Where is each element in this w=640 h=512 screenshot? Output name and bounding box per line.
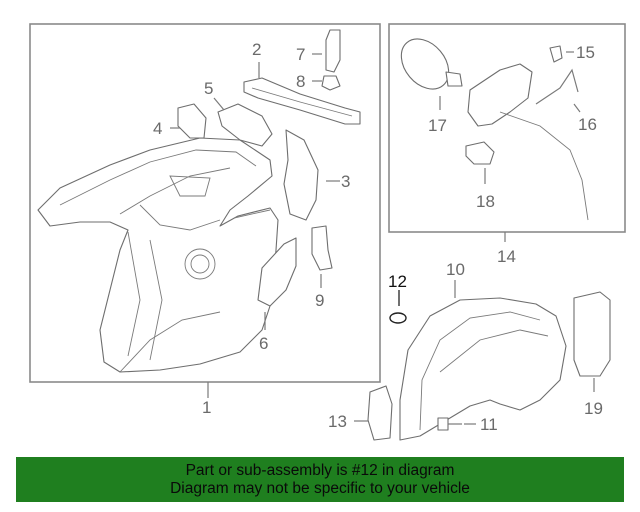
leader-lines xyxy=(170,51,595,425)
bracket-part-7 xyxy=(325,29,341,73)
bracket-part-13 xyxy=(367,385,393,441)
bracket-part-5 xyxy=(217,103,273,147)
wheel-liner-part-10 xyxy=(399,297,567,441)
banner-line-1: Part or sub-assembly is #12 in diagram xyxy=(185,462,455,479)
callout-18: 18 xyxy=(476,192,495,211)
fuel-door-group-box xyxy=(388,23,626,233)
fuel-housing xyxy=(467,63,533,127)
callout-5: 5 xyxy=(204,79,213,98)
actuator-part-18 xyxy=(465,141,495,165)
fuel-door-part-17 xyxy=(400,38,463,90)
callout-10: 10 xyxy=(446,260,465,279)
callout-2: 2 xyxy=(252,40,261,59)
callout-1: 1 xyxy=(202,398,211,417)
callout-16: 16 xyxy=(578,115,597,134)
callout-9: 9 xyxy=(315,291,324,310)
info-banner: Part or sub-assembly is #12 in diagram D… xyxy=(16,457,624,502)
clip-part-8 xyxy=(321,75,341,91)
rod-part-16 xyxy=(535,68,579,105)
callout-14: 14 xyxy=(497,247,516,266)
panel-part-19 xyxy=(573,291,611,377)
callout-3: 3 xyxy=(341,172,350,191)
banner-line-2: Diagram may not be specific to your vehi… xyxy=(170,480,470,497)
callout-6: 6 xyxy=(259,334,268,353)
callout-17: 17 xyxy=(428,116,447,135)
bracket-part-9 xyxy=(311,225,333,271)
callout-15: 15 xyxy=(576,43,595,62)
callout-12: 12 xyxy=(388,272,407,291)
clip-part-12 xyxy=(389,312,407,324)
callout-7: 7 xyxy=(296,45,305,64)
callout-13: 13 xyxy=(328,412,347,431)
quarter-panel-drawing xyxy=(37,137,279,373)
rail-part-2 xyxy=(243,77,361,125)
callout-19: 19 xyxy=(584,399,603,418)
quarter-panel-group-box xyxy=(29,23,381,383)
callout-4: 4 xyxy=(153,119,162,138)
reinforcement-part-3 xyxy=(283,129,319,221)
callout-11: 11 xyxy=(480,415,498,434)
bracket-part-6 xyxy=(257,237,297,307)
bracket-part-4 xyxy=(177,103,207,139)
pin-part-15 xyxy=(549,45,563,63)
callout-8: 8 xyxy=(296,72,305,91)
screw-part-11 xyxy=(437,417,462,431)
